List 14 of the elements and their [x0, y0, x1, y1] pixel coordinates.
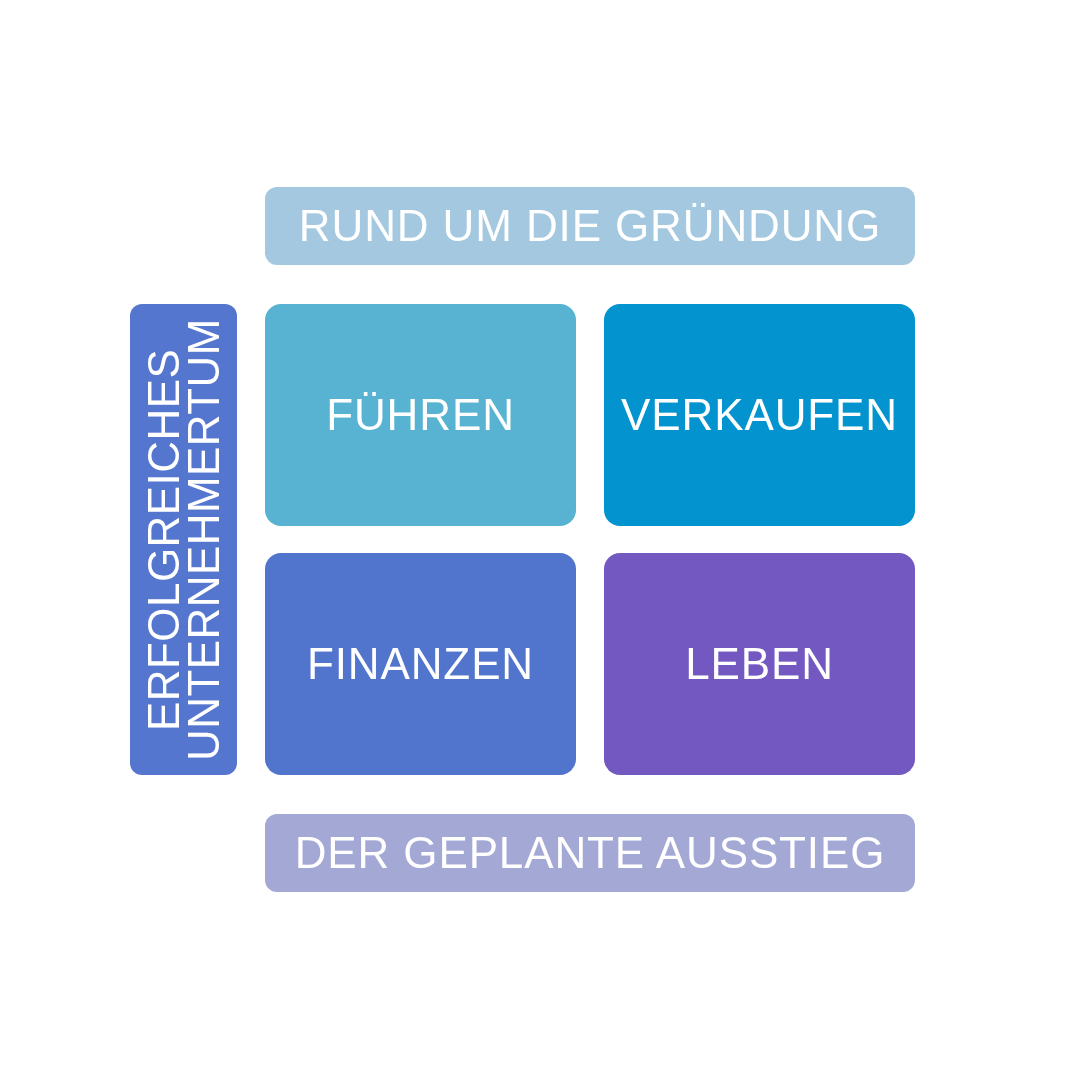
category-box	[265, 304, 576, 526]
category-box	[604, 553, 915, 775]
band-label: ERFOLGREICHES UNTERNEHMERTUM	[143, 317, 224, 763]
box-label: VERKAUFEN	[621, 390, 898, 440]
heading-band	[265, 187, 915, 265]
box-label: FINANZEN	[306, 639, 534, 689]
band-label: DER GEPLANTE AUSSTIEG	[294, 828, 886, 878]
category-box	[604, 304, 915, 526]
category-box	[265, 553, 576, 775]
box-label: FÜHREN	[326, 390, 515, 440]
band-label: RUND UM DIE GRÜNDUNG	[298, 201, 882, 251]
side-band	[130, 304, 237, 775]
box-label: LEBEN	[685, 639, 834, 689]
footer-band	[265, 814, 915, 892]
